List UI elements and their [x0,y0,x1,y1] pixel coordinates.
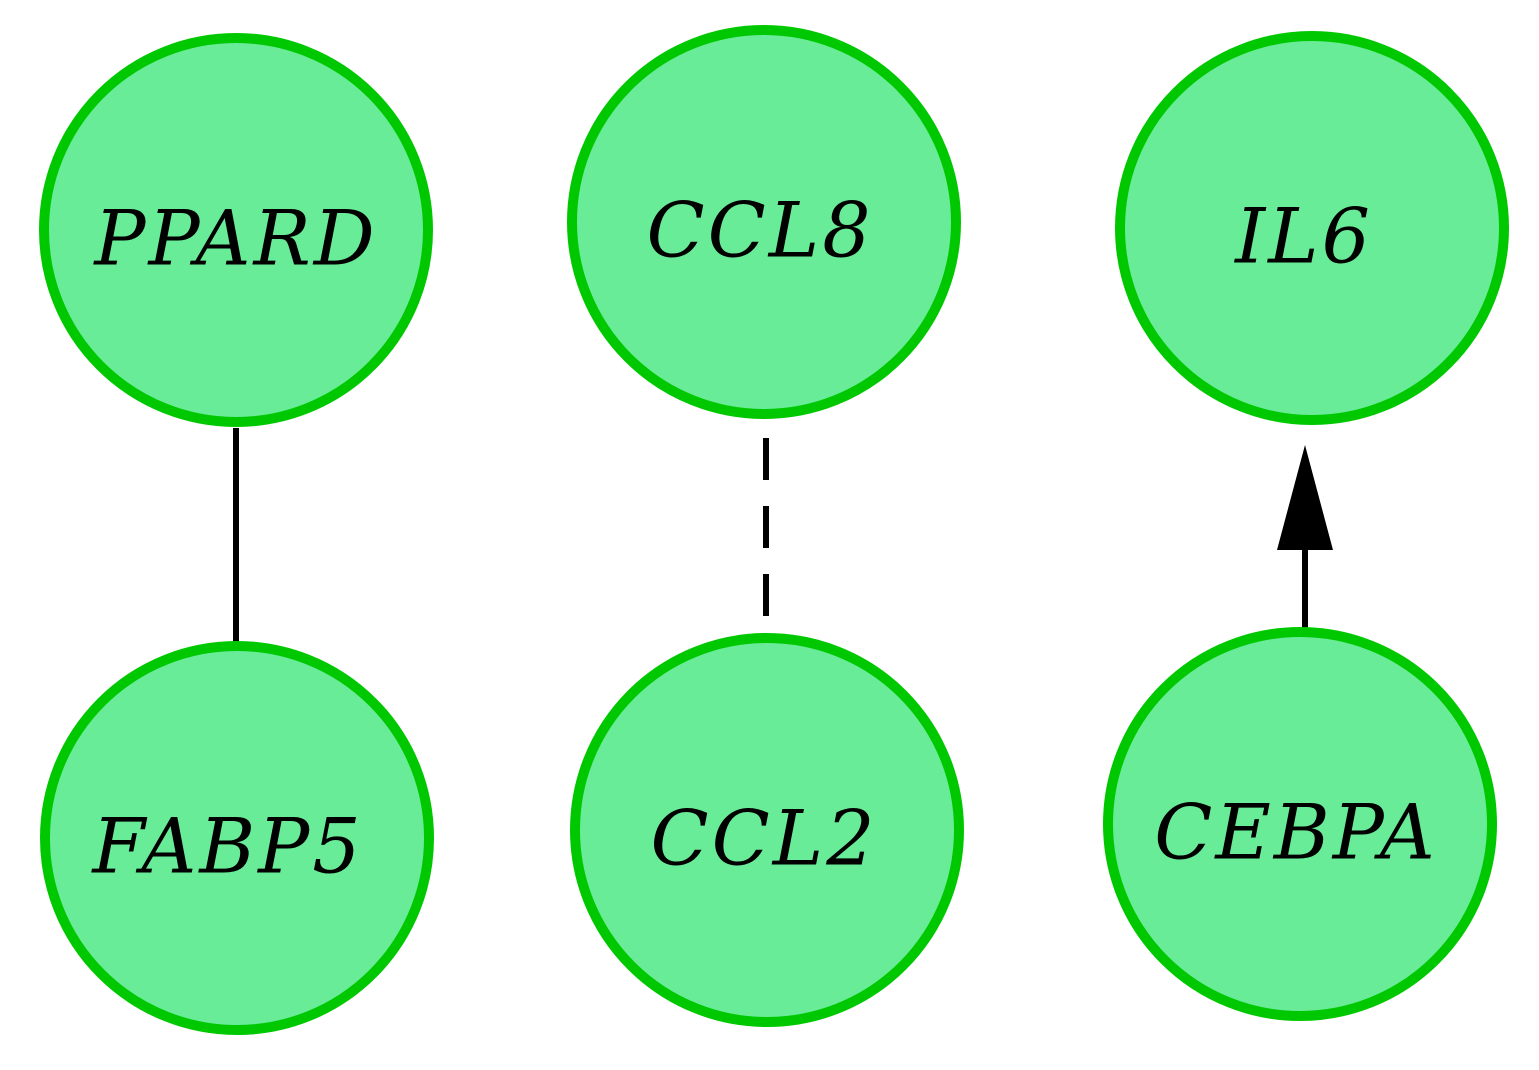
node-circle [570,633,964,1027]
arrow-head-icon [1277,445,1333,550]
node-label: PPARD [92,194,377,283]
node-label: IL6 [1233,192,1373,281]
node-circle [40,641,434,1035]
node-circle [567,25,961,419]
node-label: CEBPA [1154,788,1438,877]
node-circle [1115,31,1509,425]
node-ccl8[interactable]: CCL8 [567,25,961,419]
node-label: CCL2 [650,794,877,883]
node-ccl2[interactable]: CCL2 [570,633,964,1027]
node-label: FABP5 [90,802,363,891]
node-cebpa[interactable]: CEBPA [1103,627,1497,1021]
node-ppard[interactable]: PPARD [39,33,433,427]
node-circle [1103,627,1497,1021]
node-label: CCL8 [646,186,873,275]
node-il6[interactable]: IL6 [1115,31,1509,425]
node-circle [39,33,433,427]
node-fabp5[interactable]: FABP5 [40,641,434,1035]
